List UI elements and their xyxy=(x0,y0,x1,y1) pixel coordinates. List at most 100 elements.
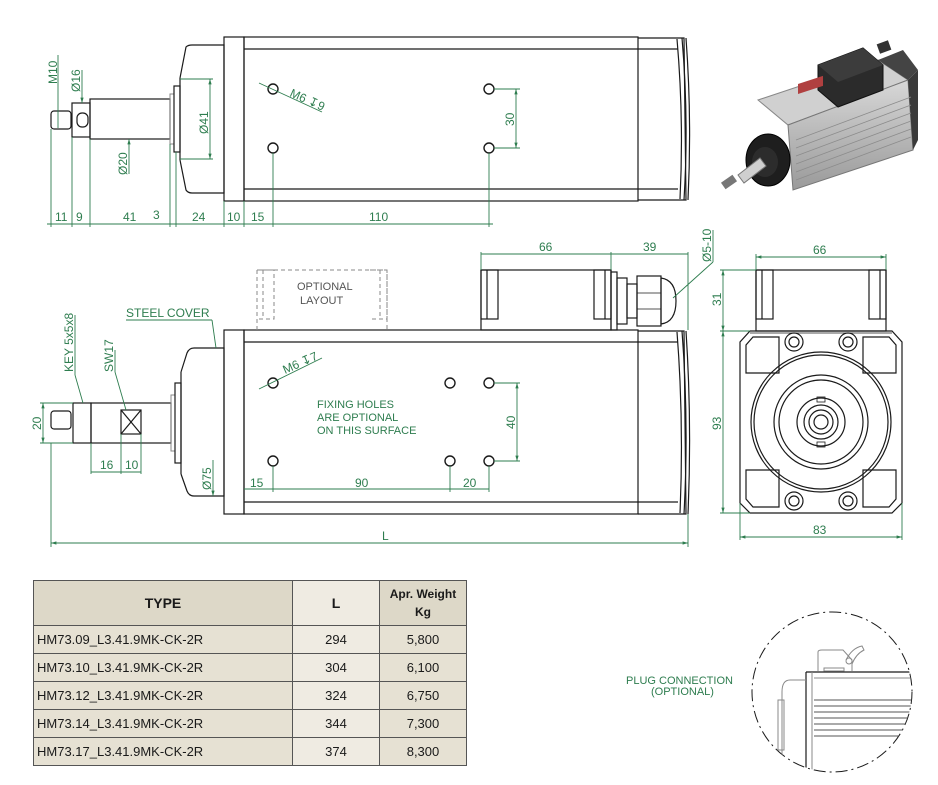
dim-hole: 90 xyxy=(355,476,369,490)
mount-hole xyxy=(483,83,495,95)
spec-table: TYPE L Apr. Weight Kg HM73.09_L3.41.9MK-… xyxy=(33,580,467,766)
fixing-hole xyxy=(483,455,495,467)
dim-gland-length: 39 xyxy=(643,240,657,254)
dim-key: 16 xyxy=(100,458,114,472)
terminal-box xyxy=(755,269,887,332)
header-weight-line1: Apr. Weight xyxy=(389,587,457,601)
cell-type: HM73.12_L3.41.9MK-CK-2R xyxy=(33,681,293,710)
dim-body-diameter: Ø75 xyxy=(200,467,214,490)
cell-type: HM73.09_L3.41.9MK-CK-2R xyxy=(33,625,293,654)
dim-overall-length: L xyxy=(382,529,389,543)
header-weight-line2: Kg xyxy=(415,605,431,619)
dim-collar-diameter: Ø16 xyxy=(69,69,83,92)
dim-axial: 24 xyxy=(192,210,206,224)
dim-axial: 41 xyxy=(123,210,137,224)
cell-length: 294 xyxy=(292,625,380,654)
dim-axial: 11 xyxy=(55,210,68,224)
cable-gland xyxy=(610,271,677,331)
front-plate xyxy=(223,36,245,202)
table-row: HM73.14_L3.41.9MK-CK-2R 344 7,300 xyxy=(33,709,467,738)
plug-connection-detail: PLUG CONNECTION (OPTIONAL) xyxy=(626,611,913,773)
body-outline xyxy=(739,330,903,514)
detail-circle xyxy=(751,611,913,773)
cell-length: 304 xyxy=(292,653,380,682)
cell-weight: 6,100 xyxy=(379,653,467,682)
cell-type: HM73.17_L3.41.9MK-CK-2R xyxy=(33,737,293,766)
screw-boss xyxy=(784,332,858,511)
dim-axial: 10 xyxy=(227,210,241,224)
cell-length: 324 xyxy=(292,681,380,710)
hole-callout: M6 ↧7 xyxy=(281,349,321,377)
dim-flange-diameter: Ø41 xyxy=(197,111,211,134)
optional-layout-label: LAYOUT xyxy=(300,295,343,307)
cell-weight: 6,750 xyxy=(379,681,467,710)
cell-type: HM73.10_L3.41.9MK-CK-2R xyxy=(33,653,293,682)
shaft-key xyxy=(72,402,92,444)
steel-cover-label: STEEL COVER xyxy=(126,306,210,320)
table-row: HM73.17_L3.41.9MK-CK-2R 374 8,300 xyxy=(33,737,467,766)
plug-subtitle: (OPTIONAL) xyxy=(651,686,714,698)
dim-body-width: 83 xyxy=(813,523,827,537)
header-type: TYPE xyxy=(33,580,293,626)
shaft-thread xyxy=(50,110,72,130)
dim-shaft-height: 20 xyxy=(30,416,44,430)
top-view: M10 Ø16 Ø20 Ø41 11 9 41 3 24 10 xyxy=(46,36,691,227)
hole-callout: M6 ↧9 xyxy=(288,86,328,114)
motor-body xyxy=(243,329,639,515)
shaft xyxy=(89,98,171,140)
table-row: HM73.09_L3.41.9MK-CK-2R 294 5,800 xyxy=(33,625,467,654)
plug-body xyxy=(817,649,853,671)
mount-hole xyxy=(483,142,495,154)
fixing-hole xyxy=(483,377,495,389)
front-plate xyxy=(223,329,245,515)
spindle-3d-render xyxy=(720,40,918,191)
dim-axial: 15 xyxy=(251,210,265,224)
shaft xyxy=(90,402,172,444)
dim-hole-spacing: 40 xyxy=(504,415,518,429)
fixing-hole xyxy=(267,377,279,389)
dim-shaft-diameter: Ø20 xyxy=(116,152,130,175)
motor-body xyxy=(243,36,639,202)
dim-box-length: 66 xyxy=(539,240,553,254)
mount-hole xyxy=(267,142,279,154)
cell-length: 344 xyxy=(292,709,380,738)
shaft-keyway xyxy=(76,112,89,128)
cell-weight: 7,300 xyxy=(379,709,467,738)
optional-box-outline: OPTIONAL LAYOUT xyxy=(256,269,388,330)
fixing-note: ARE OPTIONAL xyxy=(317,412,398,424)
plug-title: PLUG CONNECTION xyxy=(626,675,733,687)
dim-cable-diameter: Ø5-10 xyxy=(700,228,714,262)
cell-type: HM73.14_L3.41.9MK-CK-2R xyxy=(33,709,293,738)
cell-weight: 5,800 xyxy=(379,625,467,654)
fixing-note: FIXING HOLES xyxy=(317,399,394,411)
axial-dimension-chain: 11 9 41 3 24 10 15 110 xyxy=(47,129,493,227)
rear-cap xyxy=(638,330,687,515)
fixing-hole xyxy=(444,455,456,467)
wrench-flat xyxy=(120,409,142,435)
dim-axial: 3 xyxy=(153,208,160,222)
table-header-row: TYPE L Apr. Weight Kg xyxy=(33,580,467,626)
side-view: OPTIONAL LAYOUT KEY 5x5x8 xyxy=(30,228,714,547)
end-view: 66 31 93 83 xyxy=(710,243,903,540)
key-label: KEY 5x5x8 xyxy=(62,313,76,372)
header-weight: Apr. Weight Kg xyxy=(379,580,467,626)
fixing-hole xyxy=(444,377,456,389)
dim-box-height: 31 xyxy=(710,292,724,306)
dim-hole: 15 xyxy=(250,476,264,490)
shaft-collar xyxy=(71,102,91,138)
shaft-end xyxy=(813,414,829,430)
optional-layout-label: OPTIONAL xyxy=(297,281,353,293)
dim-thread: M10 xyxy=(46,60,60,84)
table-row: HM73.10_L3.41.9MK-CK-2R 304 6,100 xyxy=(33,653,467,682)
shaft-thread xyxy=(50,410,72,430)
dim-box-width: 66 xyxy=(813,243,827,257)
dim-body-height: 93 xyxy=(710,416,724,430)
dim-axial: 9 xyxy=(76,210,83,224)
flange-ring xyxy=(750,351,892,493)
wrench-size-label: SW17 xyxy=(102,339,116,372)
cell-length: 374 xyxy=(292,737,380,766)
fixing-note: ON THIS SURFACE xyxy=(317,425,416,437)
dim-axial: 110 xyxy=(369,210,388,224)
fixing-hole xyxy=(267,455,279,467)
